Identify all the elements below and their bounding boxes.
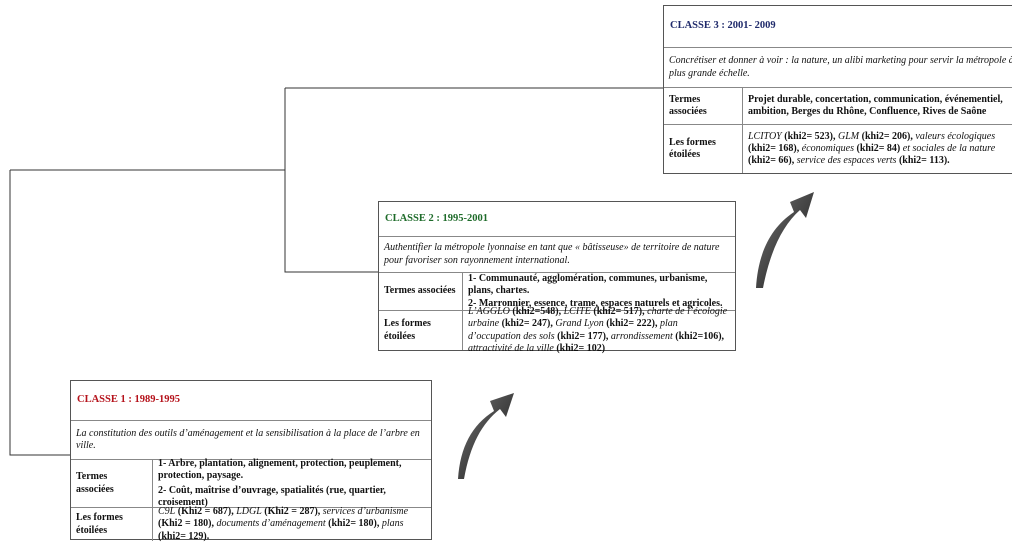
- class3-forms-row: Les formes étoilées LCITOY (khi2= 523), …: [664, 125, 1012, 173]
- class3-terms-label: Termes associées: [664, 88, 743, 124]
- form-khi2-value: (khi2= 177),: [554, 330, 611, 342]
- class2-terms-row: Termes associées 1- Communauté, agglomér…: [379, 273, 735, 311]
- class1-terms-row: Termes associées 1- Arbre, plantation, a…: [71, 457, 431, 509]
- form-khi2-value: (khi2=548),: [509, 306, 564, 318]
- class1-forms: C9L (Khi2 = 687), LDGL (Khi2 = 287), ser…: [153, 506, 431, 543]
- form-khi2-value: (khi2= 247),: [499, 318, 556, 330]
- class1-term-2: 2- Coût, maîtrise d’ouvrage, spatialités…: [158, 485, 386, 509]
- forms-text: L’AGGLO (khi2=548), LCITE (khi2= 517), c…: [468, 306, 730, 355]
- dendrogram: [9, 87, 663, 456]
- form-khi2-value: (khi2= 129).: [158, 530, 210, 542]
- form-term: Grand Lyon: [555, 318, 604, 330]
- class1-title: CLASSE 1 : 1989-1995: [71, 381, 431, 421]
- form-khi2-value: (khi2= 168),: [748, 142, 802, 154]
- form-term: économiques: [801, 142, 854, 154]
- class2-terms-label: Termes associées: [379, 273, 463, 310]
- form-khi2-value: (khi2= 113).: [896, 155, 950, 167]
- form-khi2-value: (khi2= 102): [553, 342, 606, 354]
- arrow-class2-to-class3-icon: [756, 192, 814, 288]
- class1-forms-row: Les formes étoilées C9L (Khi2 = 687), LD…: [71, 506, 431, 543]
- form-khi2-value: (khi2= 222),: [603, 318, 660, 330]
- form-term: service des espaces verts: [796, 155, 897, 167]
- class1-card: CLASSE 1 : 1989-1995 La constitution des…: [70, 380, 432, 543]
- form-term: services d’urbanisme: [322, 506, 409, 518]
- class2-card: CLASSE 2 : 1995-2001 Authentifier la mét…: [378, 201, 736, 354]
- class3-card: CLASSE 3 : 2001- 2009 Concrétiser et don…: [663, 5, 1012, 174]
- form-khi2-value: (Khi2 = 180),: [158, 518, 217, 530]
- branch-class2-class3-line: [284, 88, 378, 273]
- form-term: plans: [381, 518, 404, 530]
- form-khi2-value: (khi2= 206),: [859, 130, 916, 142]
- form-khi2-value: (khi2= 84): [853, 142, 903, 154]
- form-term: plan d’occupation des sols: [468, 318, 678, 342]
- class2-title: CLASSE 2 : 1995-2001: [379, 202, 735, 237]
- form-khi2-value: (Khi2 = 287),: [261, 506, 323, 518]
- class1-term-1: 1- Arbre, plantation, alignement, protec…: [158, 457, 402, 481]
- class2-terms: 1- Communauté, agglomération, communes, …: [463, 273, 735, 310]
- form-term: charte de l’écologie urbaine: [468, 306, 728, 330]
- form-term: valeurs écologiques: [915, 130, 996, 142]
- form-term: LCITOY: [748, 130, 782, 142]
- form-khi2-value: (khi2= 517),: [590, 306, 648, 318]
- form-term: GLM: [838, 130, 860, 142]
- form-term: arrondissement: [610, 330, 673, 342]
- arrow-class1-to-class2-icon: [458, 393, 514, 479]
- forms-text: C9L (Khi2 = 687), LDGL (Khi2 = 287), ser…: [158, 506, 426, 543]
- class1-terms-label: Termes associées: [71, 460, 153, 507]
- form-khi2-value: (Khi2 = 687),: [175, 506, 237, 518]
- class2-term-2: 2- Marronnier, essence, trame, espaces n…: [468, 297, 723, 309]
- class1-forms-label: Les formes étoilées: [71, 508, 153, 541]
- form-khi2-value: (khi2=106),: [672, 330, 725, 342]
- class2-description: Authentifier la métropole lyonnaise en t…: [379, 237, 735, 273]
- class3-terms: Projet durable, concertation, communicat…: [743, 88, 1012, 124]
- form-term: L’AGGLO: [468, 306, 510, 318]
- form-term: LCITE: [563, 306, 591, 318]
- form-term: LDGL: [236, 506, 262, 518]
- class2-forms-label: Les formes étoilées: [379, 311, 463, 350]
- form-term: attractivité de la ville: [468, 342, 554, 354]
- class3-term-1: Projet durable, concertation, communicat…: [748, 93, 1003, 117]
- form-khi2-value: (khi2= 523),: [781, 130, 838, 142]
- class3-title: CLASSE 3 : 2001- 2009: [664, 6, 1012, 48]
- class3-forms-label: Les formes étoilées: [664, 125, 743, 173]
- class3-terms-row: Termes associées Projet durable, concert…: [664, 88, 1012, 125]
- form-khi2-value: (khi2= 180),: [325, 518, 382, 530]
- form-term: documents d’aménagement: [216, 518, 326, 530]
- class1-terms: 1- Arbre, plantation, alignement, protec…: [153, 457, 431, 509]
- form-term: et sociales de la nature: [902, 142, 996, 154]
- class2-forms: L’AGGLO (khi2=548), LCITE (khi2= 517), c…: [463, 306, 735, 354]
- class3-forms: LCITOY (khi2= 523), GLM (khi2= 206), val…: [743, 125, 1012, 173]
- forms-text: LCITOY (khi2= 523), GLM (khi2= 206), val…: [748, 131, 1012, 168]
- root-branch-line: [9, 170, 70, 456]
- form-khi2-value: (khi2= 66),: [748, 155, 797, 167]
- class2-forms-row: Les formes étoilées L’AGGLO (khi2=548), …: [379, 306, 735, 354]
- class2-term-1: 1- Communauté, agglomération, communes, …: [468, 273, 708, 297]
- form-term: C9L: [158, 506, 176, 518]
- class1-description: La constitution des outils d’aménagement…: [71, 421, 431, 460]
- class3-description: Concrétiser et donner à voir : la nature…: [664, 48, 1012, 88]
